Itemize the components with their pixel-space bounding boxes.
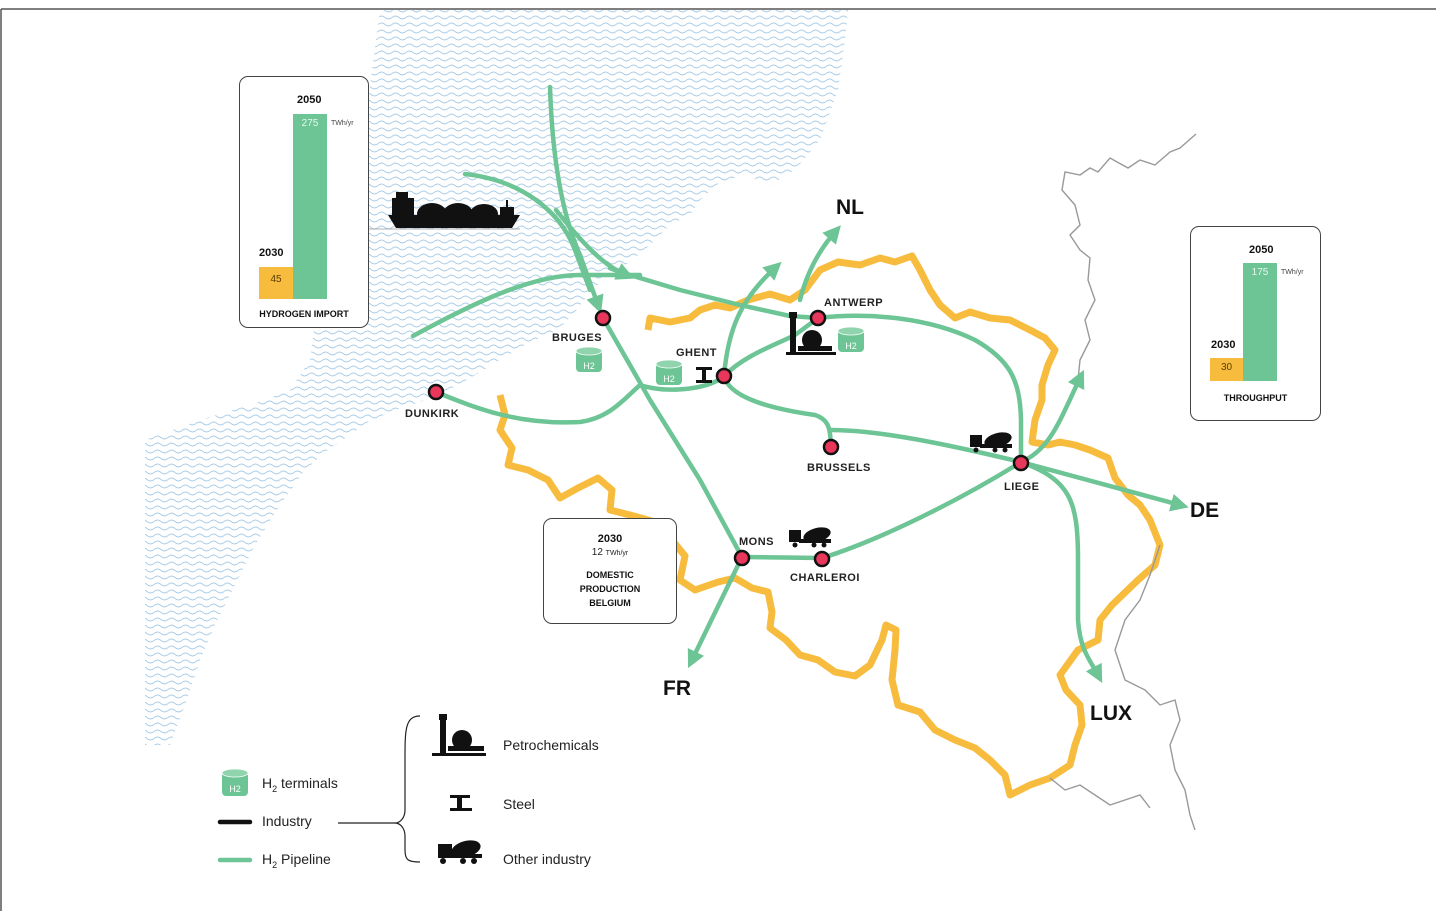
- domestic-line-2: PRODUCTION: [579, 584, 641, 594]
- svg-text:H2: H2: [663, 374, 675, 384]
- city-label-charleroi: CHARLEROI: [790, 572, 860, 584]
- pipeline-mons-fr: [687, 554, 745, 669]
- pipeline-ghent-brussels: [721, 373, 834, 450]
- h2-terminal-icon: H2: [655, 359, 683, 385]
- city-label-brussels: BRUSSELS: [807, 462, 871, 474]
- pipeline-liege-lux: [1018, 459, 1103, 683]
- city-marker-mons: [733, 549, 751, 567]
- legend-petrochemicals-icon: [432, 714, 486, 756]
- country-label-de: DE: [1190, 499, 1219, 522]
- throughput-bar-2030: [1210, 358, 1243, 381]
- throughput-year-2030: 2030: [1211, 339, 1236, 351]
- city-marker-bruges: [594, 309, 612, 327]
- legend-steel-icon: [450, 795, 472, 811]
- domestic-value-line: 12 TWh/yr: [544, 547, 676, 558]
- throughput-year-2050: 2050: [1249, 244, 1274, 256]
- petrochemicals-icon: [786, 312, 836, 355]
- pipeline-bruges-ghent: [637, 375, 725, 392]
- h2-terminal-icon: H2: [837, 326, 865, 352]
- pipeline-north-bruges: [547, 84, 604, 314]
- country-label-lux: LUX: [1090, 702, 1132, 725]
- legend-other-industry-icon: [438, 840, 482, 864]
- city-label-antwerp: ANTWERP: [824, 297, 883, 309]
- throughput-box-title: THROUGHPUT: [1223, 393, 1288, 403]
- import-year-2030: 2030: [259, 247, 284, 259]
- h2-terminal-icon: H2: [575, 346, 603, 372]
- legend-terminals-label: H2 terminals: [262, 775, 338, 794]
- city-label-mons: MONS: [739, 536, 774, 548]
- de-lux-border: [1114, 544, 1196, 831]
- lux-fr-border: [1049, 777, 1151, 809]
- pipeline-antwerp-nl: [797, 225, 841, 303]
- h2-pipelines: [410, 84, 1189, 683]
- estuary-island: [700, 195, 790, 230]
- svg-text:H2: H2: [583, 361, 595, 371]
- domestic-line-1: DOMESTIC: [586, 570, 634, 580]
- pipeline-liege-charleroi: [819, 459, 1024, 561]
- import-bar-2050: [293, 114, 327, 299]
- pipeline-sea-west: [410, 272, 643, 339]
- steel-icon: [696, 367, 712, 383]
- svg-text:H2: H2: [229, 784, 241, 794]
- city-label-dunkirk: DUNKIRK: [405, 408, 459, 420]
- legend-terminal-icon: H2: [221, 768, 249, 796]
- legend-pipeline-label: H2 Pipeline: [262, 851, 331, 870]
- city-marker-ghent: [715, 367, 733, 385]
- import-box-title: HYDROGEN IMPORT: [259, 309, 349, 319]
- legend-steel-label: Steel: [503, 796, 535, 812]
- legend-other-industry-label: Other industry: [503, 851, 591, 867]
- lng-ship-icon: [368, 192, 520, 230]
- belgium-border: [496, 252, 1164, 799]
- import-unit: TWh/yr: [331, 120, 354, 127]
- city-label-ghent: GHENT: [676, 347, 717, 359]
- pipeline-liege-de: [1018, 459, 1189, 512]
- city-label-liege: LIEGE: [1004, 481, 1040, 493]
- country-label-fr: FR: [663, 677, 691, 700]
- domestic-year: 2030: [597, 533, 623, 545]
- country-label-nl: NL: [836, 196, 864, 219]
- import-year-2050: 2050: [297, 94, 322, 106]
- city-label-bruges: BRUGES: [552, 332, 602, 344]
- throughput-value-2050: 175: [1251, 267, 1269, 278]
- city-marker-charleroi: [813, 550, 831, 568]
- domestic-line-3: BELGIUM: [589, 598, 631, 608]
- throughput-unit: TWh/yr: [1281, 269, 1304, 276]
- legend-petrochemicals-label: Petrochemicals: [503, 737, 599, 753]
- pipeline-bruges-mons: [600, 315, 745, 560]
- pipeline-dunkirk-ghent: [433, 382, 643, 425]
- city-markers: [427, 309, 1030, 568]
- import-bar-2030: [259, 267, 293, 299]
- other-industry-icon: [789, 527, 831, 548]
- svg-text:H2: H2: [845, 341, 857, 351]
- legend-connector: [338, 715, 421, 863]
- domestic-production-box: 2030 12 TWh/yr DOMESTIC PRODUCTION BELGI…: [543, 518, 677, 624]
- pipeline-brussels-liege: [828, 427, 1024, 465]
- pipeline-ghent-nl: [721, 261, 782, 379]
- pipeline-mons-charleroi: [739, 554, 825, 561]
- nl-de-border: [1061, 133, 1197, 381]
- import-value-2030: 45: [270, 274, 282, 285]
- city-marker-dunkirk: [427, 383, 445, 401]
- throughput-bar-2050: [1243, 263, 1277, 381]
- throughput-box: 2050 175 TWh/yr 2030 30 THROUGHPUT: [1190, 226, 1321, 421]
- pipeline-antwerp-liege: [815, 313, 1024, 465]
- city-marker-brussels: [822, 438, 840, 456]
- pipeline-sea-bruges: [462, 171, 593, 293]
- city-marker-antwerp: [809, 309, 827, 327]
- domestic-value: 12: [591, 547, 603, 558]
- legend-industry-label: Industry: [262, 813, 312, 829]
- domestic-unit: TWh/yr: [605, 550, 629, 557]
- pipeline-sea-antwerp: [553, 207, 821, 321]
- estuary-island: [735, 232, 835, 258]
- north-sea: [145, 10, 848, 745]
- city-marker-liege: [1012, 454, 1030, 472]
- hydrogen-import-box: 2050 275 TWh/yr 2030 45 HYDROGEN IMPORT: [239, 76, 369, 328]
- other-industry-icon: [970, 432, 1012, 453]
- import-value-2050: 275: [301, 118, 319, 129]
- throughput-value-2030: 30: [1220, 362, 1233, 373]
- pipeline-liege-ne: [1018, 369, 1085, 465]
